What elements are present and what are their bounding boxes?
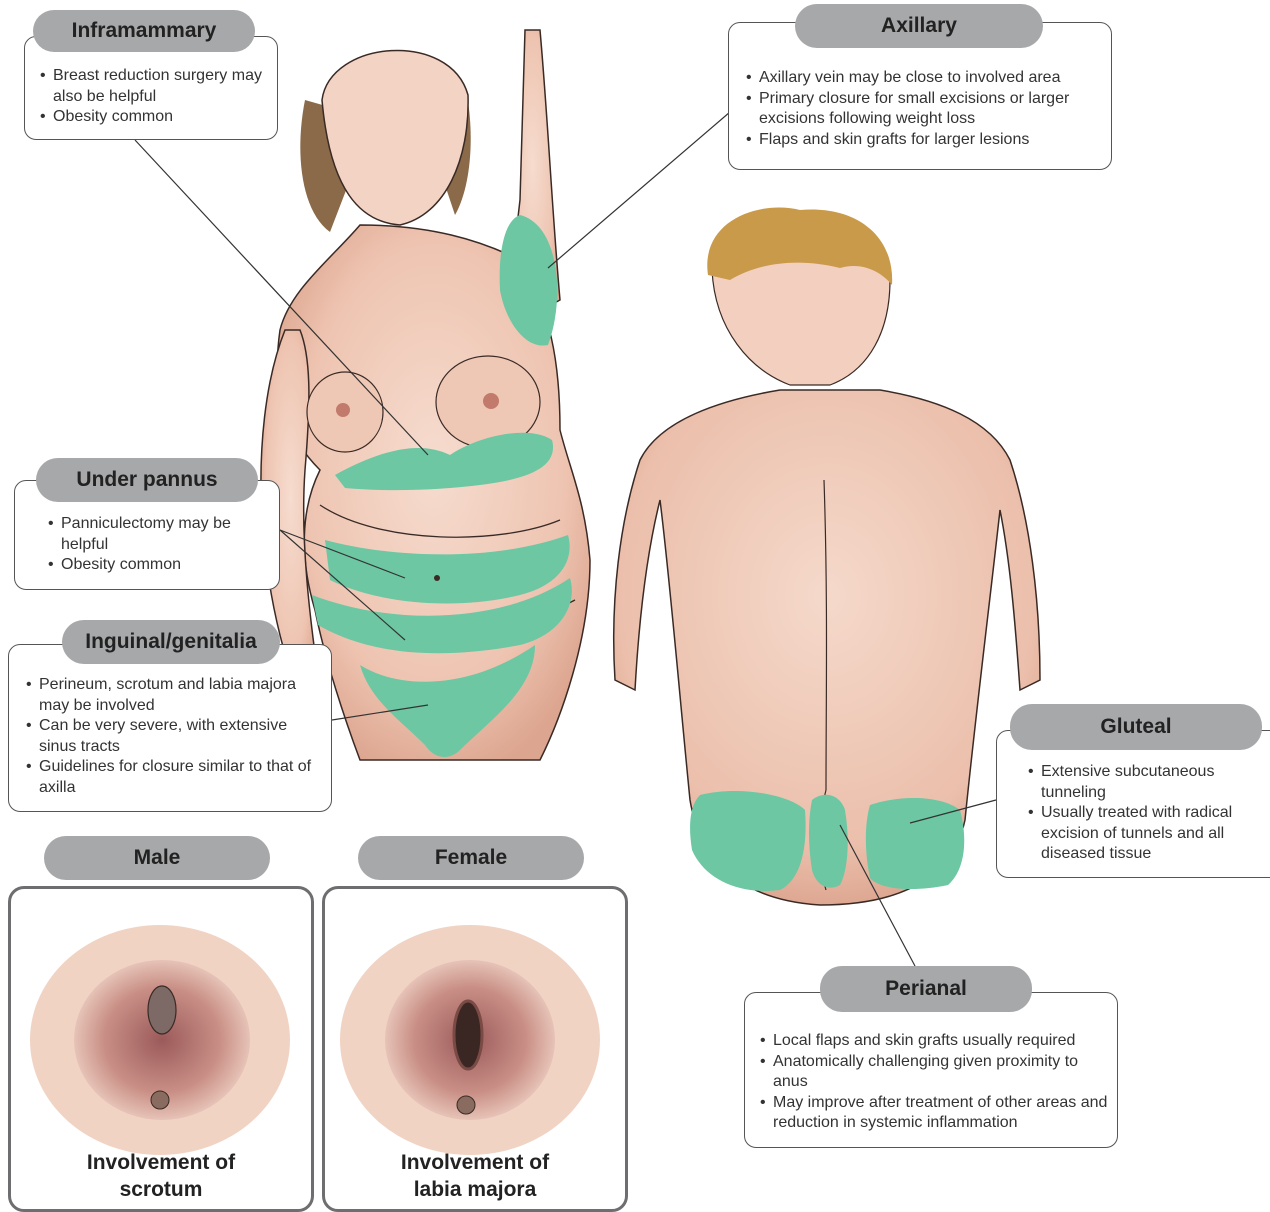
female-inset: Involvement of labia majora: [322, 886, 628, 1212]
list-item: Obesity common: [40, 107, 272, 128]
list-item: Anatomically challenging given proximity…: [760, 1052, 1110, 1093]
inguinal-title: Inguinal/genitalia: [62, 620, 280, 664]
gluteal-bullets: Extensive subcutaneous tunneling Usually…: [1028, 762, 1264, 865]
list-item: Obesity common: [48, 555, 272, 576]
list-item: Perineum, scrotum and labia majora may b…: [26, 675, 326, 716]
list-item: Usually treated with radical excision of…: [1028, 803, 1264, 865]
list-item: Primary closure for small excisions or l…: [746, 89, 1106, 130]
male-caption: Involvement of scrotum: [11, 1149, 311, 1203]
list-item: Can be very severe, with extensive sinus…: [26, 716, 326, 757]
inguinal-bullets: Perineum, scrotum and labia majora may b…: [26, 675, 326, 798]
under-pannus-bullets: Panniculectomy may be helpful Obesity co…: [48, 514, 272, 576]
list-item: Axillary vein may be close to involved a…: [746, 68, 1106, 89]
inframammary-title: Inframammary: [33, 10, 255, 52]
list-item: Guidelines for closure similar to that o…: [26, 757, 326, 798]
perianal-title: Perianal: [820, 966, 1032, 1012]
list-item: Extensive subcutaneous tunneling: [1028, 762, 1264, 803]
list-item: Breast reduction surgery may also be hel…: [40, 66, 272, 107]
male-back-figure: [614, 208, 1040, 905]
list-item: May improve after treatment of other are…: [760, 1093, 1110, 1134]
perianal-bullets: Local flaps and skin grafts usually requ…: [760, 1031, 1110, 1134]
list-item: Local flaps and skin grafts usually requ…: [760, 1031, 1110, 1052]
male-label: Male: [44, 836, 270, 880]
female-caption: Involvement of labia majora: [325, 1149, 625, 1203]
list-item: Flaps and skin grafts for larger lesions: [746, 130, 1106, 151]
inframammary-bullets: Breast reduction surgery may also be hel…: [40, 66, 272, 128]
list-item: Panniculectomy may be helpful: [48, 514, 272, 555]
axillary-bullets: Axillary vein may be close to involved a…: [746, 68, 1106, 150]
female-label: Female: [358, 836, 584, 880]
male-inset: Involvement of scrotum: [8, 886, 314, 1212]
gluteal-title: Gluteal: [1010, 704, 1262, 750]
axillary-title: Axillary: [795, 4, 1043, 48]
under-pannus-title: Under pannus: [36, 458, 258, 502]
